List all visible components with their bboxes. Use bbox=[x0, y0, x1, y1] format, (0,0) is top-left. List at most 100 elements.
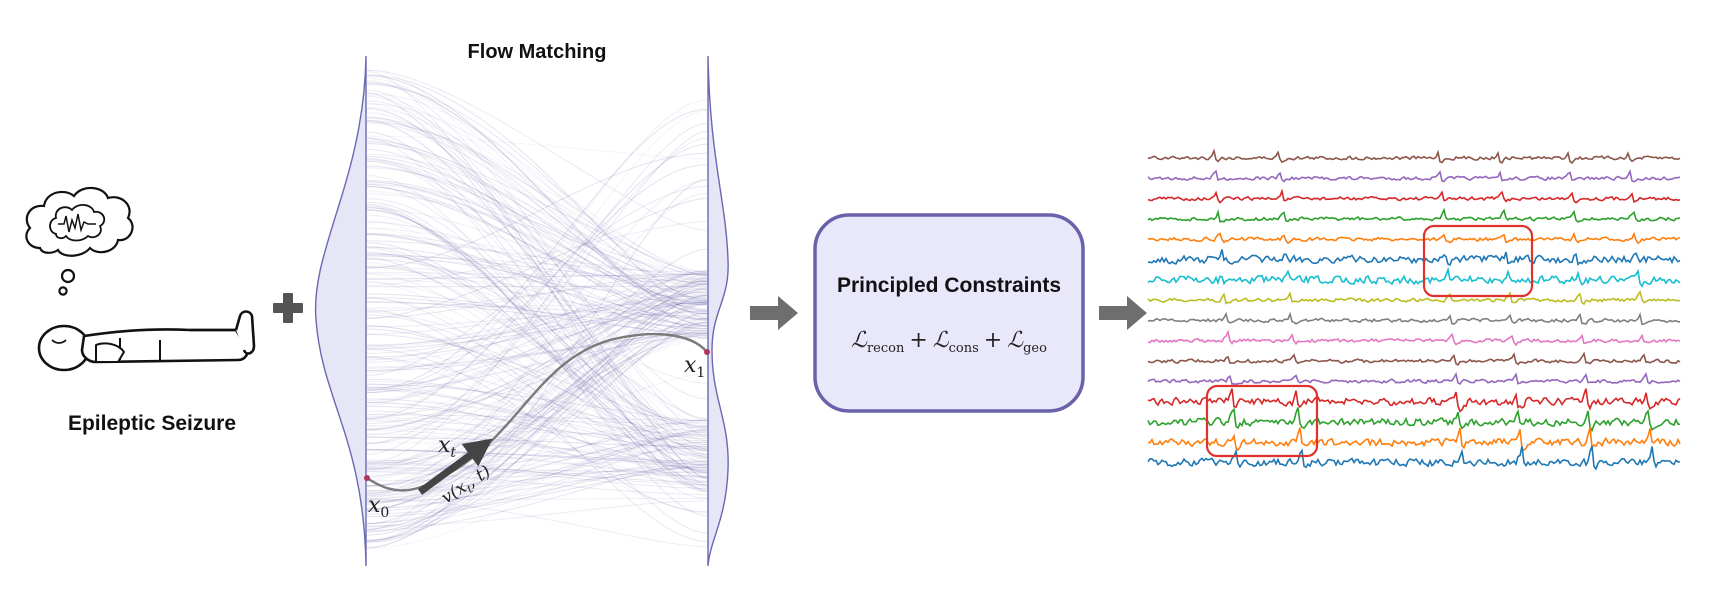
flow-trajectory bbox=[366, 288, 708, 404]
sleeping-person-icon bbox=[37, 310, 256, 372]
flow-trajectory bbox=[366, 283, 708, 363]
flow-trajectory bbox=[366, 181, 708, 302]
flow-trajectory bbox=[366, 214, 708, 450]
flow-trajectory bbox=[366, 402, 708, 472]
flow-trajectory bbox=[366, 292, 708, 354]
flow-trajectory bbox=[366, 271, 708, 278]
flow-trajectory bbox=[366, 294, 708, 487]
flow-trajectory bbox=[366, 160, 708, 443]
flow-trajectory bbox=[366, 301, 708, 496]
flow-trajectory bbox=[366, 159, 708, 434]
flow-trajectory bbox=[366, 313, 708, 371]
flow-trajectory bbox=[366, 183, 708, 282]
flow-trajectory bbox=[366, 320, 708, 487]
flow-trajectory bbox=[366, 137, 708, 452]
flow-trajectory bbox=[366, 227, 708, 291]
flow-trajectory bbox=[366, 82, 708, 310]
flow-trajectory bbox=[366, 281, 708, 543]
flow-trajectory bbox=[366, 419, 708, 487]
flow-trajectory bbox=[366, 77, 708, 276]
flow-trajectory bbox=[366, 459, 708, 486]
flow-trajectory bbox=[366, 302, 708, 328]
flow-trajectory bbox=[366, 449, 708, 462]
flow-trajectory bbox=[366, 287, 708, 543]
flow-trajectory bbox=[366, 317, 708, 496]
flow-trajectory bbox=[366, 356, 708, 440]
flow-trajectory bbox=[366, 317, 708, 510]
source-distribution bbox=[314, 55, 367, 567]
flow-trajectory bbox=[366, 175, 708, 500]
flow-trajectory bbox=[366, 206, 708, 483]
flow-trajectory bbox=[366, 383, 708, 483]
flow-trajectory bbox=[366, 301, 708, 317]
flow-trajectory bbox=[366, 314, 708, 457]
principled-constraints-box: Principled Constraints ℒrecon+ℒcons+ℒgeo bbox=[813, 213, 1085, 413]
flow-trajectory bbox=[366, 293, 708, 337]
eeg-channel-trace bbox=[1147, 351, 1681, 367]
flow-trajectory bbox=[366, 74, 708, 319]
flow-trajectory bbox=[366, 278, 708, 319]
flow-trajectory bbox=[366, 301, 708, 334]
flow-trajectory bbox=[366, 405, 708, 450]
constraints-box-frame bbox=[813, 213, 1085, 413]
flow-trajectory bbox=[366, 295, 708, 347]
flow-trajectory bbox=[366, 110, 708, 416]
flow-trajectory bbox=[366, 458, 708, 527]
flow-trajectory bbox=[366, 276, 708, 549]
xt-label: xt bbox=[438, 433, 456, 461]
flow-trajectory bbox=[366, 386, 708, 452]
flow-trajectory bbox=[366, 270, 708, 467]
flow-trajectory bbox=[366, 321, 708, 500]
flow-trajectory bbox=[366, 252, 708, 420]
flow-trajectory bbox=[366, 414, 708, 421]
flow-trajectory bbox=[366, 303, 708, 536]
flow-trajectory bbox=[366, 92, 708, 486]
generated-eeg-signals bbox=[1147, 148, 1681, 471]
flow-trajectory bbox=[366, 446, 708, 496]
flow-trajectory bbox=[366, 181, 708, 304]
highlight-box-lower bbox=[1205, 384, 1319, 458]
flow-trajectory bbox=[366, 290, 708, 487]
flow-trajectory bbox=[366, 246, 708, 474]
flow-trajectory bbox=[366, 121, 708, 301]
flow-trajectory bbox=[366, 332, 708, 368]
loss-formula: ℒrecon+ℒcons+ℒgeo bbox=[851, 328, 1047, 356]
flow-trajectory bbox=[366, 164, 708, 392]
flow-trajectory bbox=[366, 116, 708, 479]
plus-icon bbox=[273, 293, 303, 323]
highlight-box-upper bbox=[1422, 224, 1534, 298]
flow-trajectory bbox=[366, 311, 708, 511]
flow-trajectory bbox=[366, 299, 708, 358]
eeg-channel-trace bbox=[1147, 426, 1681, 452]
flow-trajectory bbox=[366, 137, 708, 473]
flow-trajectory bbox=[366, 429, 708, 466]
flow-trajectory bbox=[366, 198, 708, 473]
flow-trajectory bbox=[366, 301, 708, 389]
flow-trajectory bbox=[366, 281, 708, 428]
flow-trajectory bbox=[366, 426, 708, 476]
flow-trajectory bbox=[366, 277, 708, 481]
arrow-right-icon bbox=[750, 296, 798, 330]
flow-trajectory bbox=[366, 465, 708, 515]
flow-trajectory bbox=[366, 333, 708, 466]
flow-trajectory bbox=[366, 383, 708, 422]
flow-trajectory bbox=[366, 89, 708, 437]
flow-trajectory bbox=[366, 143, 708, 306]
flow-trajectory bbox=[366, 148, 708, 299]
arrow-right-icon bbox=[1099, 296, 1147, 330]
flow-trajectory bbox=[366, 461, 708, 483]
flow-trajectory bbox=[366, 380, 708, 432]
highlighted-trajectory bbox=[366, 332, 708, 492]
flow-trajectory bbox=[366, 221, 708, 286]
flow-trajectory bbox=[366, 373, 708, 467]
eeg-channel-trace bbox=[1147, 329, 1681, 347]
flow-trajectory bbox=[366, 100, 708, 491]
flow-trajectory bbox=[366, 322, 708, 533]
flow-trajectory bbox=[366, 270, 708, 543]
flow-trajectory bbox=[366, 448, 708, 477]
flow-trajectory bbox=[366, 319, 708, 525]
flow-trajectory bbox=[366, 431, 708, 513]
flow-trajectories bbox=[366, 69, 708, 549]
flow-trajectory bbox=[366, 99, 708, 406]
